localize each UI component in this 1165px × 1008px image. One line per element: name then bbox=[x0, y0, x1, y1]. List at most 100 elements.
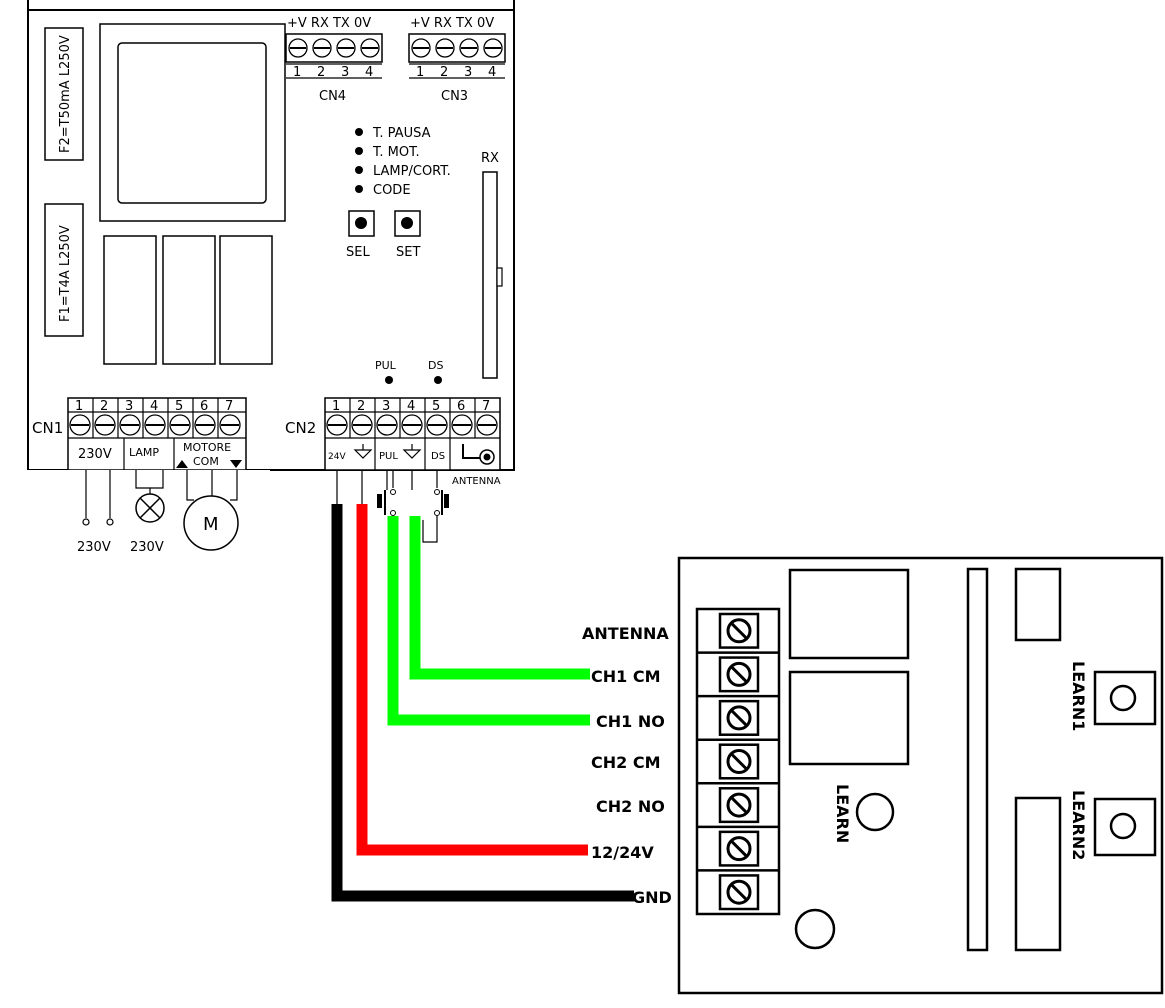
supply-terminal-icon bbox=[82, 518, 90, 526]
pin-number: 1 bbox=[75, 399, 83, 414]
svg-text:1: 1 bbox=[293, 65, 301, 80]
terminal-label-12-24v: 12/24V bbox=[591, 843, 654, 862]
pin-number: 7 bbox=[482, 399, 490, 414]
cn2-24v: 24V bbox=[328, 452, 346, 462]
pul-led bbox=[385, 376, 393, 384]
cn1-lamp: LAMP bbox=[129, 446, 159, 459]
terminal-label-ch1-no: CH1 NO bbox=[596, 712, 665, 731]
pin-number: 3 bbox=[382, 399, 390, 414]
receiver-mount-hole bbox=[794, 908, 836, 950]
receiver-relay-1 bbox=[788, 568, 910, 660]
pin-number: 4 bbox=[150, 399, 158, 414]
svg-text:2: 2 bbox=[440, 65, 448, 80]
pin-number: 5 bbox=[432, 399, 440, 414]
cn2-pul: PUL bbox=[379, 451, 398, 462]
supply-230v-label: 230V bbox=[77, 540, 111, 555]
antenna-label: ANTENNA bbox=[452, 476, 501, 487]
rx-slot bbox=[482, 171, 498, 379]
cn4-connector: +V RX TX 0V 1 2 3 4 CN4 bbox=[285, 16, 383, 104]
fuse-f1-label: F1=T4A L250V bbox=[58, 225, 73, 322]
cn2-label: CN2 bbox=[285, 419, 316, 437]
svg-text:LEARN: LEARN bbox=[833, 784, 852, 843]
pin-number: 2 bbox=[357, 399, 365, 414]
svg-text:LAMP/CORT.: LAMP/CORT. bbox=[373, 164, 451, 179]
svg-text:2: 2 bbox=[317, 65, 325, 80]
wire-gnd bbox=[331, 504, 634, 902]
terminal-label-antenna: ANTENNA bbox=[582, 624, 669, 643]
ds-switch-contact-icon bbox=[434, 510, 440, 516]
terminal-label-ch2-cm: CH2 CM bbox=[591, 753, 661, 772]
pin-number: 3 bbox=[125, 399, 133, 414]
wiring bbox=[331, 504, 634, 902]
rx-label: RX bbox=[481, 151, 499, 166]
pin-number: 6 bbox=[200, 399, 208, 414]
cn2-ds: DS bbox=[431, 451, 445, 462]
cn4-label: CN4 bbox=[319, 89, 346, 104]
receiver-component-bottom bbox=[1014, 796, 1062, 952]
learn1-button[interactable]: LEARN1 bbox=[1069, 661, 1157, 731]
pul-pushbutton-icon bbox=[377, 494, 382, 508]
ds-led bbox=[434, 376, 442, 384]
svg-text:LEARN1: LEARN1 bbox=[1069, 661, 1088, 731]
svg-text:4: 4 bbox=[488, 65, 496, 80]
svg-text:3: 3 bbox=[341, 65, 349, 80]
receiver-board: ANTENNA CH1 CM CH1 NO CH2 CM CH2 NO 12/2… bbox=[582, 556, 1164, 995]
svg-text:SET: SET bbox=[396, 245, 420, 260]
set-button[interactable]: SET bbox=[394, 210, 421, 260]
pul-switch-contact-icon bbox=[390, 510, 396, 516]
svg-text:SEL: SEL bbox=[346, 245, 370, 260]
cn1-motore: MOTORE bbox=[183, 441, 231, 454]
svg-text:+V RX TX 0V: +V RX TX 0V bbox=[410, 16, 494, 31]
svg-text:1: 1 bbox=[416, 65, 424, 80]
terminal-label-gnd: GND bbox=[632, 888, 672, 907]
control-board: F2=T50mA L250V F1=T4A L250V +V RX TX 0V … bbox=[27, 0, 515, 487]
receiver-relay-2 bbox=[788, 670, 910, 766]
led-t-mot bbox=[355, 147, 363, 155]
terminal-label-ch2-no: CH2 NO bbox=[596, 797, 665, 816]
ground-icon bbox=[353, 444, 373, 459]
pin-number: 2 bbox=[100, 399, 108, 414]
pin-number: 5 bbox=[175, 399, 183, 414]
learn-button[interactable]: LEARN bbox=[833, 784, 895, 843]
svg-text:LEARN2: LEARN2 bbox=[1069, 790, 1088, 860]
pin-number: 1 bbox=[332, 399, 340, 414]
receiver-slot bbox=[966, 567, 989, 952]
fuse-f2 bbox=[44, 27, 84, 161]
led-t-pausa bbox=[355, 128, 363, 136]
cn1-label: CN1 bbox=[32, 419, 63, 437]
cn3-label: CN3 bbox=[441, 89, 468, 104]
sel-button[interactable]: SEL bbox=[346, 210, 375, 260]
pin-number: 4 bbox=[407, 399, 415, 414]
motor-icon: M bbox=[183, 495, 239, 551]
cn1-230v: 230V bbox=[78, 447, 112, 462]
fuse-f2-label: F2=T50mA L250V bbox=[58, 35, 73, 153]
wire-ch1-no bbox=[387, 516, 590, 726]
ds-switch-contact-icon bbox=[434, 489, 440, 495]
wire-12-24v bbox=[356, 504, 588, 856]
wire-ch1-cm bbox=[409, 516, 590, 680]
terminal-label-ch1-cm: CH1 CM bbox=[591, 667, 661, 686]
pin-number: 6 bbox=[457, 399, 465, 414]
relay-3 bbox=[219, 235, 273, 365]
cn1-external: 230V 230V M bbox=[0, 470, 270, 562]
relay-1 bbox=[103, 235, 157, 365]
led-code bbox=[355, 185, 363, 193]
receiver-component-top bbox=[1014, 567, 1062, 642]
pul-led-label: PUL bbox=[375, 359, 397, 372]
pul-switch-contact-icon bbox=[390, 489, 396, 495]
supply-terminal-icon bbox=[106, 518, 114, 526]
svg-text:T. MOT.: T. MOT. bbox=[372, 145, 420, 160]
learn2-button[interactable]: LEARN2 bbox=[1069, 790, 1157, 860]
relay-2 bbox=[162, 235, 216, 365]
ds-pushbutton-icon bbox=[444, 494, 449, 508]
svg-text:CODE: CODE bbox=[373, 183, 411, 198]
cn2-pushbuttons bbox=[336, 470, 449, 543]
svg-text:4: 4 bbox=[365, 65, 373, 80]
led-lamp-cort bbox=[355, 166, 363, 174]
cn1-com: COM bbox=[193, 455, 219, 468]
cn2-connector: CN2 1 2 3 4 5 6 7 24V PUL DS bbox=[285, 397, 501, 471]
fuse-f1 bbox=[44, 203, 84, 337]
svg-text:T. PAUSA: T. PAUSA bbox=[372, 126, 431, 141]
ds-led-label: DS bbox=[428, 359, 443, 372]
